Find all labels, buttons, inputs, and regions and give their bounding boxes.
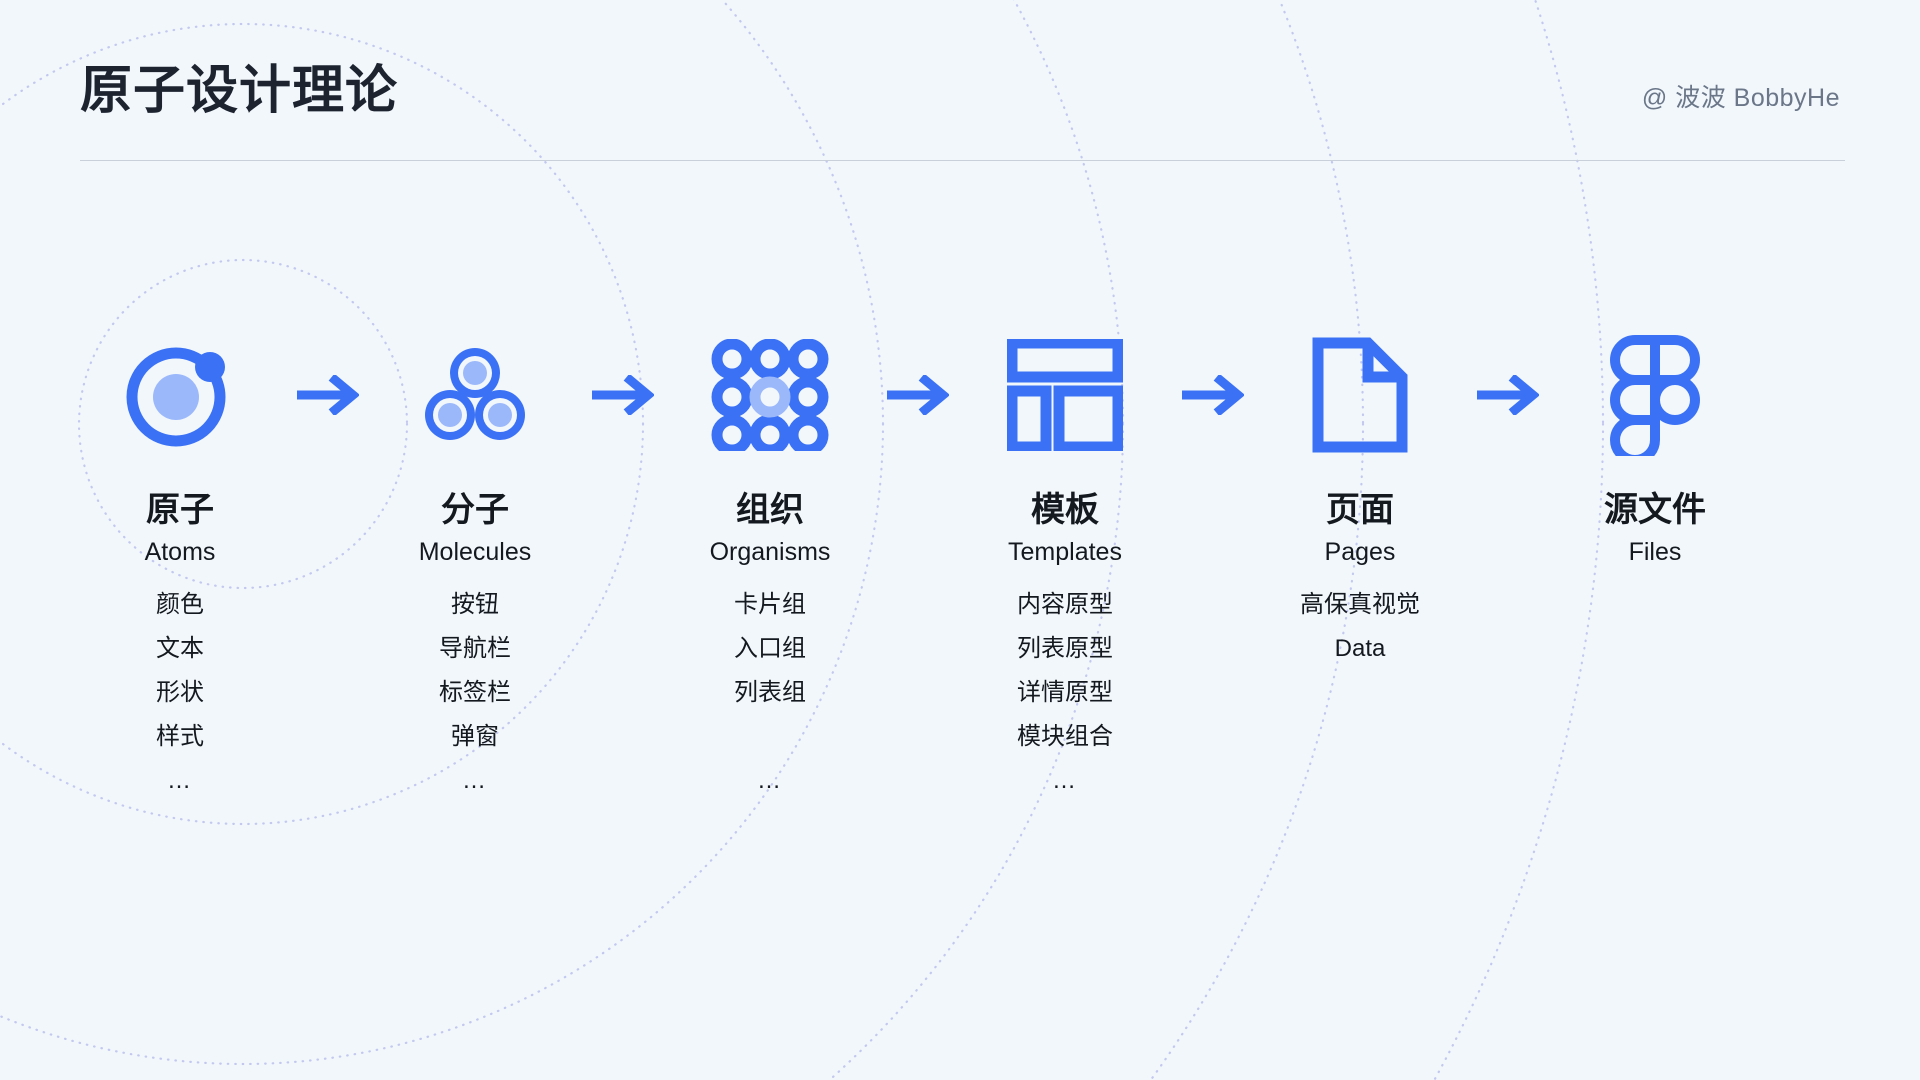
stage-title: 原子 bbox=[146, 491, 214, 529]
page-document-icon bbox=[1310, 330, 1410, 460]
stage-ellipsis: … bbox=[757, 766, 783, 794]
stage-item: 内容原型 bbox=[1017, 590, 1113, 618]
stage-items: 卡片组 入口组 列表组 … bbox=[734, 583, 806, 803]
stage-pages[interactable]: 页面 Pages 高保真视觉 Data bbox=[1260, 330, 1460, 671]
stage-item: 颜色 bbox=[156, 590, 204, 618]
organisms-grid-icon bbox=[711, 330, 829, 460]
stage-ellipsis: … bbox=[1052, 766, 1078, 794]
figma-files-icon bbox=[1609, 330, 1701, 460]
header-divider bbox=[80, 160, 1845, 161]
atom-icon bbox=[124, 330, 236, 460]
stage-items: 颜色 文本 形状 样式 … bbox=[156, 583, 204, 803]
stage-subtitle: Atoms bbox=[144, 538, 216, 567]
stage-ellipsis: … bbox=[462, 766, 488, 794]
atomic-design-flow: 原子 Atoms 颜色 文本 形状 样式 … bbox=[80, 330, 1845, 803]
page-title: 原子设计理论 bbox=[80, 62, 399, 120]
stage-item: 高保真视觉 bbox=[1300, 590, 1420, 618]
stage-item-spacer bbox=[767, 715, 774, 759]
stage-item: Data bbox=[1334, 634, 1386, 662]
stage-molecules[interactable]: 分子 Molecules 按钮 导航栏 标签栏 弹窗 … bbox=[375, 330, 575, 803]
stage-files[interactable]: 源文件 Files bbox=[1555, 330, 1755, 583]
stage-item: 卡片组 bbox=[734, 590, 806, 618]
author-credit: @ 波波 BobbyHe bbox=[1641, 84, 1840, 112]
molecules-icon bbox=[419, 330, 531, 460]
stage-item: 按钮 bbox=[451, 590, 499, 618]
templates-layout-icon bbox=[1007, 330, 1123, 460]
stage-item: 详情原型 bbox=[1017, 678, 1113, 706]
header: 原子设计理论 @ 波波 BobbyHe bbox=[80, 30, 1840, 140]
flow-arrow-icon bbox=[1460, 330, 1555, 460]
stage-item: 标签栏 bbox=[439, 678, 511, 706]
stage-subtitle: Organisms bbox=[709, 538, 831, 567]
stage-items: 高保真视觉 Data bbox=[1300, 583, 1420, 671]
stage-item: 弹窗 bbox=[451, 722, 499, 750]
stage-subtitle: Pages bbox=[1324, 538, 1396, 567]
stage-item: 形状 bbox=[156, 678, 204, 706]
stage-title: 分子 bbox=[441, 491, 509, 529]
stage-item: 列表组 bbox=[734, 678, 806, 706]
stage-ellipsis: … bbox=[167, 766, 193, 794]
stage-item: 导航栏 bbox=[439, 634, 511, 662]
stage-subtitle: Files bbox=[1628, 538, 1682, 567]
stage-organisms[interactable]: 组织 Organisms 卡片组 入口组 列表组 … bbox=[670, 330, 870, 803]
stage-item: 列表原型 bbox=[1017, 634, 1113, 662]
flow-arrow-icon bbox=[280, 330, 375, 460]
stage-title: 源文件 bbox=[1604, 491, 1706, 529]
stage-items: 按钮 导航栏 标签栏 弹窗 … bbox=[439, 583, 511, 803]
flow-arrow-icon bbox=[575, 330, 670, 460]
stage-item: 文本 bbox=[156, 634, 204, 662]
stage-subtitle: Molecules bbox=[418, 538, 532, 567]
flow-arrow-icon bbox=[870, 330, 965, 460]
flow-arrow-icon bbox=[1165, 330, 1260, 460]
stage-item: 入口组 bbox=[734, 634, 806, 662]
stage-item: 样式 bbox=[156, 722, 204, 750]
stage-item: 模块组合 bbox=[1017, 722, 1113, 750]
stage-title: 页面 bbox=[1326, 491, 1394, 529]
stage-templates[interactable]: 模板 Templates 内容原型 列表原型 详情原型 模块组合 … bbox=[965, 330, 1165, 803]
stage-title: 模板 bbox=[1031, 491, 1099, 529]
stage-atoms[interactable]: 原子 Atoms 颜色 文本 形状 样式 … bbox=[80, 330, 280, 803]
stage-items: 内容原型 列表原型 详情原型 模块组合 … bbox=[1017, 583, 1113, 803]
stage-subtitle: Templates bbox=[1008, 538, 1122, 567]
stage-title: 组织 bbox=[736, 491, 804, 529]
